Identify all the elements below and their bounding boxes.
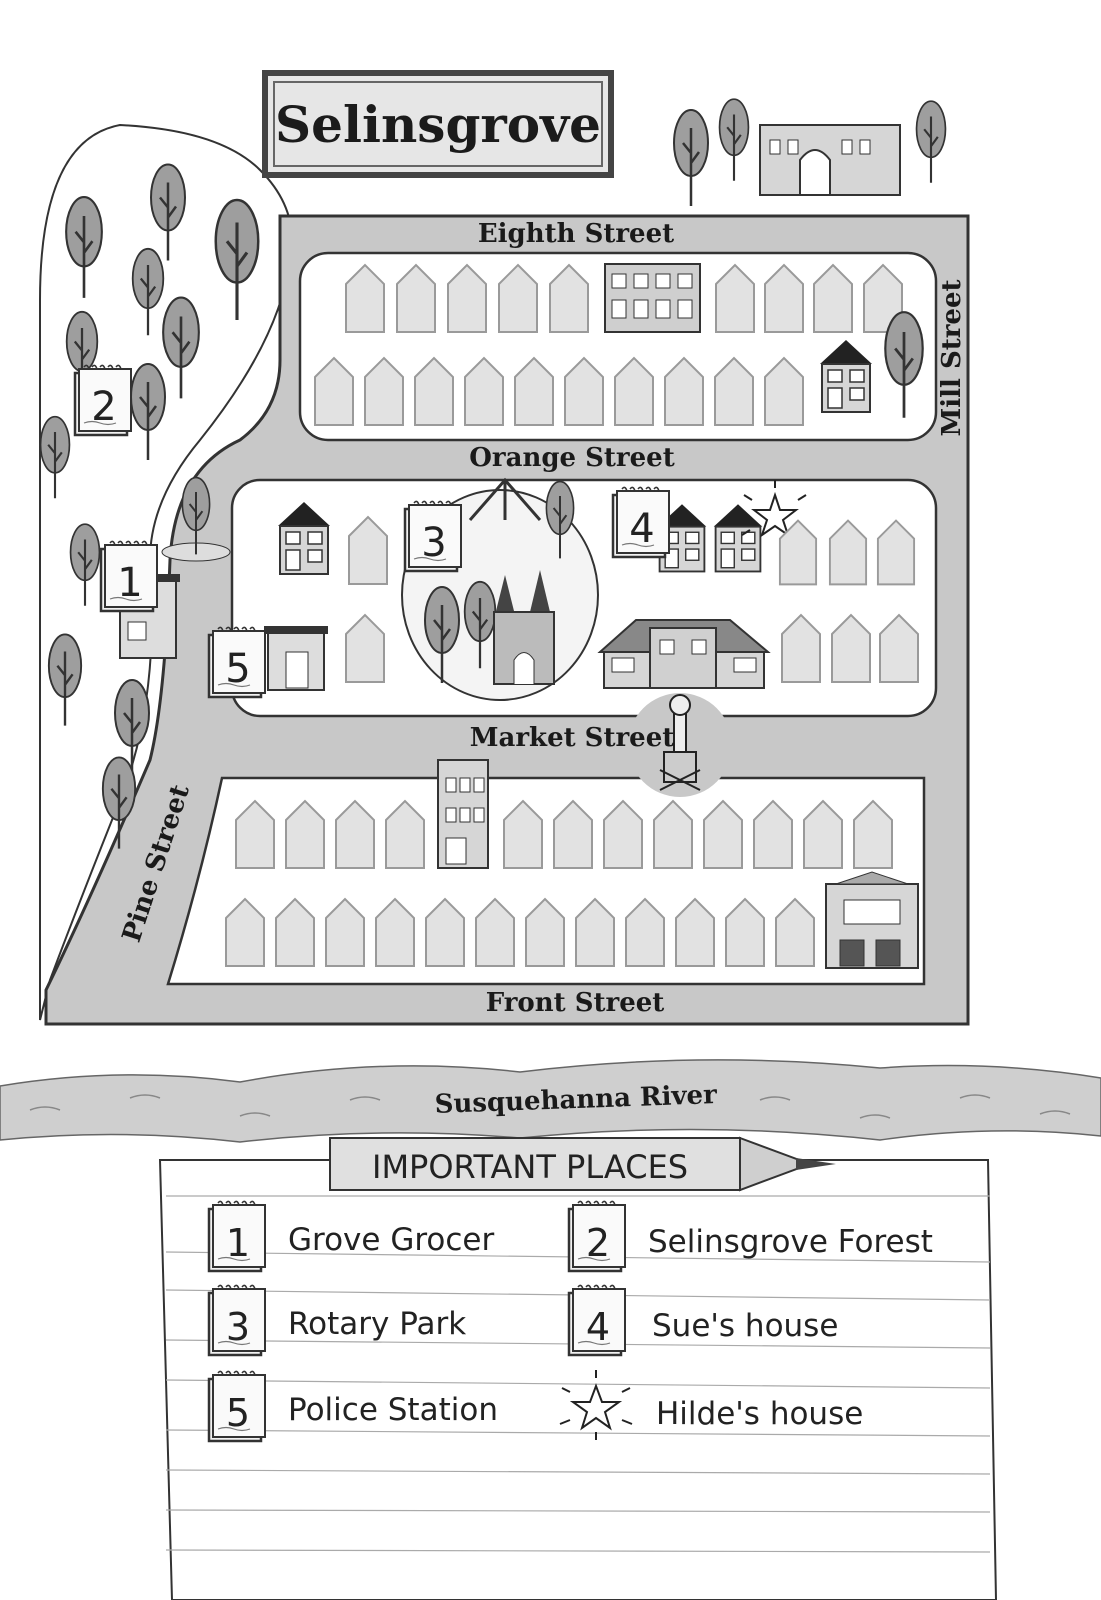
legend-label-1: Grove Grocer [288,1222,494,1258]
tall-house-icon [437,759,489,869]
svg-text:1: 1 [117,560,142,606]
legend-label-3: Rotary Park [288,1306,466,1342]
legend-label-5: Police Station [288,1392,498,1428]
street-label-front: Front Street [486,988,665,1018]
fountain-icon [659,694,701,791]
college-building-icon [759,124,901,196]
svg-text:2: 2 [91,384,116,430]
legend-marker-3: 3 [226,1305,250,1349]
svg-text:5: 5 [225,646,250,692]
street-label-mill: Mill Street [937,279,967,436]
svg-text:3: 3 [421,520,446,566]
houses-row-3 [778,519,916,586]
legend-marker-5: 5 [226,1391,250,1435]
shrub-tree-icon [161,476,231,562]
town-hall-icon [597,619,771,689]
marker-5: 5 [207,626,266,699]
svg-text:4: 4 [629,506,654,552]
church-icon [493,570,555,685]
marker-3: 3 [403,500,462,573]
map-title-box: Selinsgrove [262,70,614,178]
marker-1: 1 [99,540,158,613]
river [0,1059,1101,1143]
tree-icon [915,99,947,185]
legend-title: IMPORTANT PLACES [372,1148,688,1186]
houses-row-4 [781,614,919,683]
star-icon [741,480,809,538]
corner-store-icon [825,871,919,969]
map-title: Selinsgrove [275,94,601,154]
street-label-market: Market Street [470,723,675,753]
police-station-icon [264,626,328,691]
tree-icon [718,97,750,183]
river-ripples [29,1094,1071,1119]
legend-star-icon [559,1370,633,1440]
pencil-icon [329,1136,836,1192]
street-label-orange: Orange Street [469,443,674,473]
street-label-eighth: Eighth Street [478,219,674,249]
legend-label-2: Selinsgrove Forest [648,1224,933,1260]
legend-label-4: Sue's house [652,1308,838,1344]
legend-label-6: Hilde's house [656,1396,863,1432]
legend-marker-4: 4 [586,1305,610,1349]
legend-marker-2: 2 [586,1221,610,1265]
school-building-icon [604,263,701,333]
marker-4: 4 [611,486,670,559]
tree-icon [672,108,710,208]
marker-2: 2 [73,364,132,437]
legend-marker-1: 1 [226,1221,250,1265]
